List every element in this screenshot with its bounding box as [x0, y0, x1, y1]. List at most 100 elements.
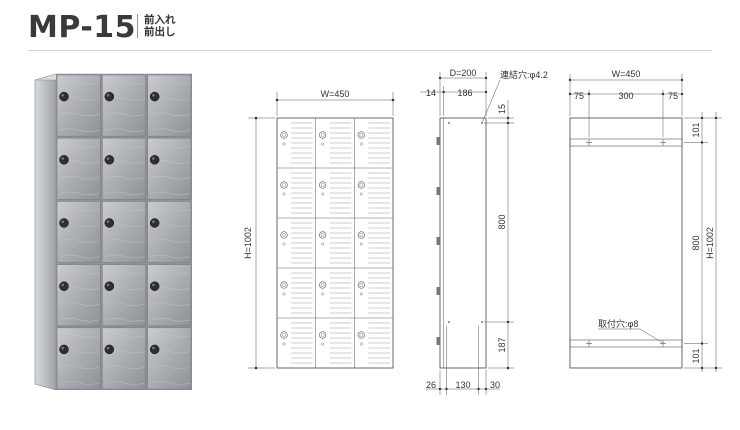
- front-door-keyhole: [321, 342, 325, 346]
- front-door-lock: [319, 231, 327, 239]
- door-texture: [150, 254, 191, 259]
- front-door-lock: [280, 331, 288, 339]
- door-lock-knob: [59, 155, 69, 165]
- lock-highlight: [152, 220, 155, 223]
- side-hole-label: 連結穴:φ4.2: [500, 69, 548, 80]
- front-door-lock: [319, 281, 327, 289]
- front-door-keyhole: [282, 292, 286, 296]
- lock-highlight: [61, 283, 64, 287]
- side-right-dim-15: 15: [497, 104, 507, 114]
- door-lock-knob: [104, 91, 115, 102]
- front-door-lock-core: [320, 333, 325, 337]
- side-depth-label: D=200: [450, 68, 477, 78]
- door-texture: [150, 128, 191, 132]
- locker-door: [56, 201, 101, 263]
- lock-highlight: [106, 94, 110, 97]
- front-door-lock: [319, 181, 327, 189]
- header: MP-15 前入れ 前出し: [0, 0, 740, 52]
- door-texture: [59, 270, 100, 275]
- back-right-dim-800: 800: [691, 235, 701, 250]
- back-mount-holes: [586, 139, 666, 347]
- front-door-lock: [319, 131, 327, 139]
- door-texture: [59, 334, 100, 338]
- door-texture: [150, 112, 191, 117]
- door-texture: [105, 112, 145, 117]
- side-view: [420, 72, 514, 395]
- door-texture: [59, 318, 100, 322]
- back-height-label: H=1002: [705, 227, 715, 259]
- lock-highlight: [106, 346, 110, 350]
- front-door-lock: [357, 281, 365, 289]
- door-texture: [59, 191, 100, 196]
- door-texture: [105, 128, 145, 132]
- side-top-dim-186: 186: [457, 88, 472, 98]
- front-door-keyhole: [359, 242, 363, 246]
- front-door-keyhole: [282, 192, 286, 196]
- door-texture: [59, 112, 100, 117]
- locker-side-panel: [34, 73, 57, 391]
- front-door-keyhole: [359, 342, 363, 346]
- door-texture: [59, 254, 100, 259]
- side-right-dim-800: 800: [497, 214, 507, 229]
- lock-highlight: [152, 346, 155, 350]
- locker-door: [147, 201, 192, 263]
- front-door-lock-core: [282, 183, 286, 187]
- door-texture: [59, 365, 100, 370]
- lock-highlight: [61, 94, 64, 97]
- front-door-keyhole: [282, 142, 286, 146]
- front-door-lock-core: [359, 183, 364, 187]
- lock-highlight: [106, 283, 110, 287]
- door-lock-knob: [149, 218, 160, 228]
- door-texture: [105, 207, 145, 212]
- back-top-dim-75-left: 75: [574, 91, 584, 101]
- locker-door: [102, 264, 146, 327]
- locker-door: [56, 327, 101, 390]
- door-texture: [150, 302, 191, 306]
- door-lock-knob: [59, 218, 69, 228]
- front-view: [248, 92, 395, 370]
- side-view-hinges: [436, 137, 440, 345]
- front-door-lock-core: [320, 183, 325, 187]
- locker-door: [147, 327, 192, 390]
- door-lock-knob: [104, 344, 115, 355]
- subtitle-front-out: 前出し: [144, 26, 176, 38]
- lock-highlight: [61, 157, 64, 160]
- door-texture: [105, 144, 145, 148]
- back-right-dim-101-bottom: 101: [691, 348, 701, 363]
- door-texture: [150, 365, 191, 370]
- front-door-lock-core: [320, 283, 325, 287]
- door-texture: [59, 128, 100, 132]
- door-lock-knob: [59, 91, 69, 102]
- door-texture: [105, 175, 145, 180]
- front-width-label: W=450: [321, 89, 350, 99]
- model-title: MP-15: [28, 10, 137, 45]
- back-top-dim-300: 300: [618, 91, 633, 101]
- lock-highlight: [106, 220, 110, 223]
- front-door-keyhole: [282, 242, 286, 246]
- side-bottom-dim-130: 130: [455, 380, 470, 390]
- side-top-dim-14: 14: [426, 88, 436, 98]
- front-door-keyhole: [321, 292, 325, 296]
- back-bottom-mount-bar: [569, 339, 683, 348]
- locker-door: [56, 264, 101, 327]
- front-door-lock-core: [320, 133, 325, 137]
- front-height-label: H=1002: [243, 227, 253, 259]
- front-door-keyhole: [359, 292, 363, 296]
- door-texture: [105, 191, 145, 196]
- front-door-lock: [357, 331, 365, 339]
- lock-highlight: [152, 283, 155, 287]
- door-lock-knob: [149, 344, 160, 355]
- subtitle-front-in: 前入れ: [144, 14, 176, 26]
- front-door-keyhole: [321, 142, 325, 146]
- header-divider: [28, 50, 712, 51]
- door-lock-knob: [104, 281, 115, 291]
- back-right-dim-101-top: 101: [691, 122, 701, 137]
- front-view-outline: [276, 117, 394, 369]
- door-texture: [150, 381, 191, 385]
- front-view-doors: [277, 122, 393, 364]
- front-door-lock: [280, 131, 288, 139]
- door-texture: [105, 254, 145, 259]
- door-lock-knob: [59, 344, 69, 355]
- front-door-lock: [280, 231, 288, 239]
- locker-product-image: [34, 73, 193, 391]
